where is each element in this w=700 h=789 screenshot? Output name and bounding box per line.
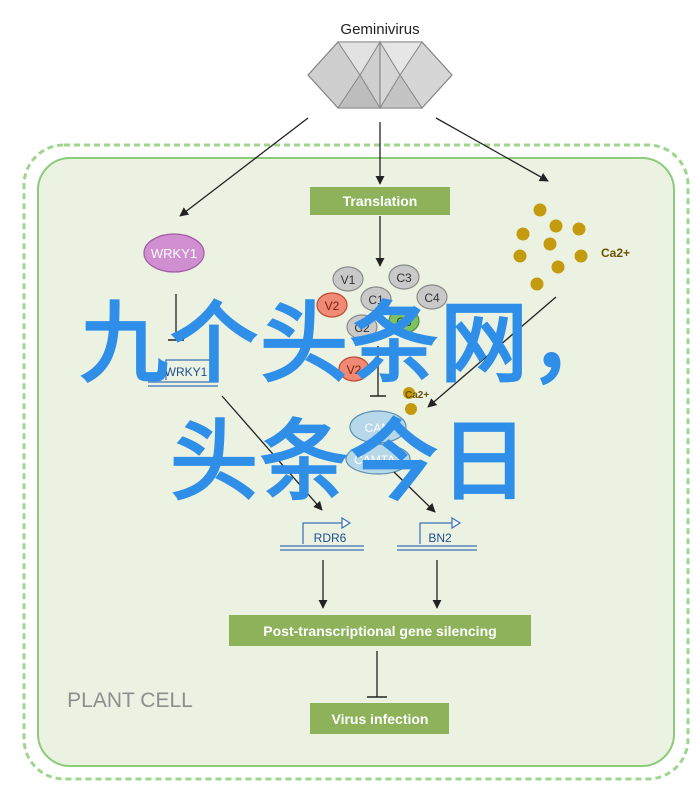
- geminivirus-label: Geminivirus: [340, 21, 419, 38]
- cam-protein: [349, 410, 407, 444]
- arrow-camta-to-bn2: [393, 471, 436, 513]
- protein-v2-mid-label: V2: [347, 363, 362, 377]
- protein-c2-label: C2: [354, 321, 370, 335]
- protein-c3-label: C3: [396, 271, 412, 285]
- rdr6-label: RDR6: [314, 531, 347, 545]
- calcium-label: Ca2+: [601, 246, 630, 260]
- translation-box: [310, 187, 450, 215]
- protein-v1-label: V1: [341, 273, 356, 287]
- calcium-ions: [513, 203, 588, 291]
- virus-infection-box: [310, 703, 449, 734]
- camta3-protein: [345, 443, 411, 475]
- geminivirus-particle-icon: [307, 40, 453, 110]
- calcium-ion-small-2: [405, 403, 417, 415]
- arrow-wrky-to-rdr6: [221, 395, 323, 511]
- protein-v2-label: V2: [325, 299, 340, 313]
- wrky1-label: WRKY1: [151, 246, 197, 261]
- cam-label: CAM: [365, 421, 392, 435]
- wrky1-gene-symbol: [148, 359, 218, 387]
- translation-label: Translation: [343, 193, 418, 209]
- ptgs-label: Post-transcriptional gene silencing: [263, 623, 496, 639]
- wrky1-gene-label: WRKY1: [165, 365, 208, 379]
- ptgs-box: [229, 615, 531, 646]
- protein-c1-label: C1: [368, 293, 384, 307]
- arrow-virus-to-wrky: [179, 117, 309, 217]
- protein-c5-label: C5: [396, 315, 412, 329]
- rdr6-gene-symbol: [280, 516, 364, 551]
- calcium-small-label: Ca2+: [405, 390, 429, 401]
- bn2-label: BN2: [428, 531, 452, 545]
- viral-proteins: [316, 264, 448, 382]
- virus-infection-label: Virus infection: [332, 711, 429, 727]
- plant-cell-label: PLANT CELL: [67, 689, 193, 712]
- calcium-ion-small: [403, 387, 415, 399]
- wrky1-protein: [143, 233, 205, 273]
- arrow-calcium-to-cam: [427, 296, 557, 408]
- bn2-gene-symbol: [397, 516, 477, 551]
- protein-c4-label: C4: [424, 291, 440, 305]
- camta3-label: CAMTA3: [354, 453, 402, 467]
- arrow-virus-to-calcium: [435, 117, 549, 182]
